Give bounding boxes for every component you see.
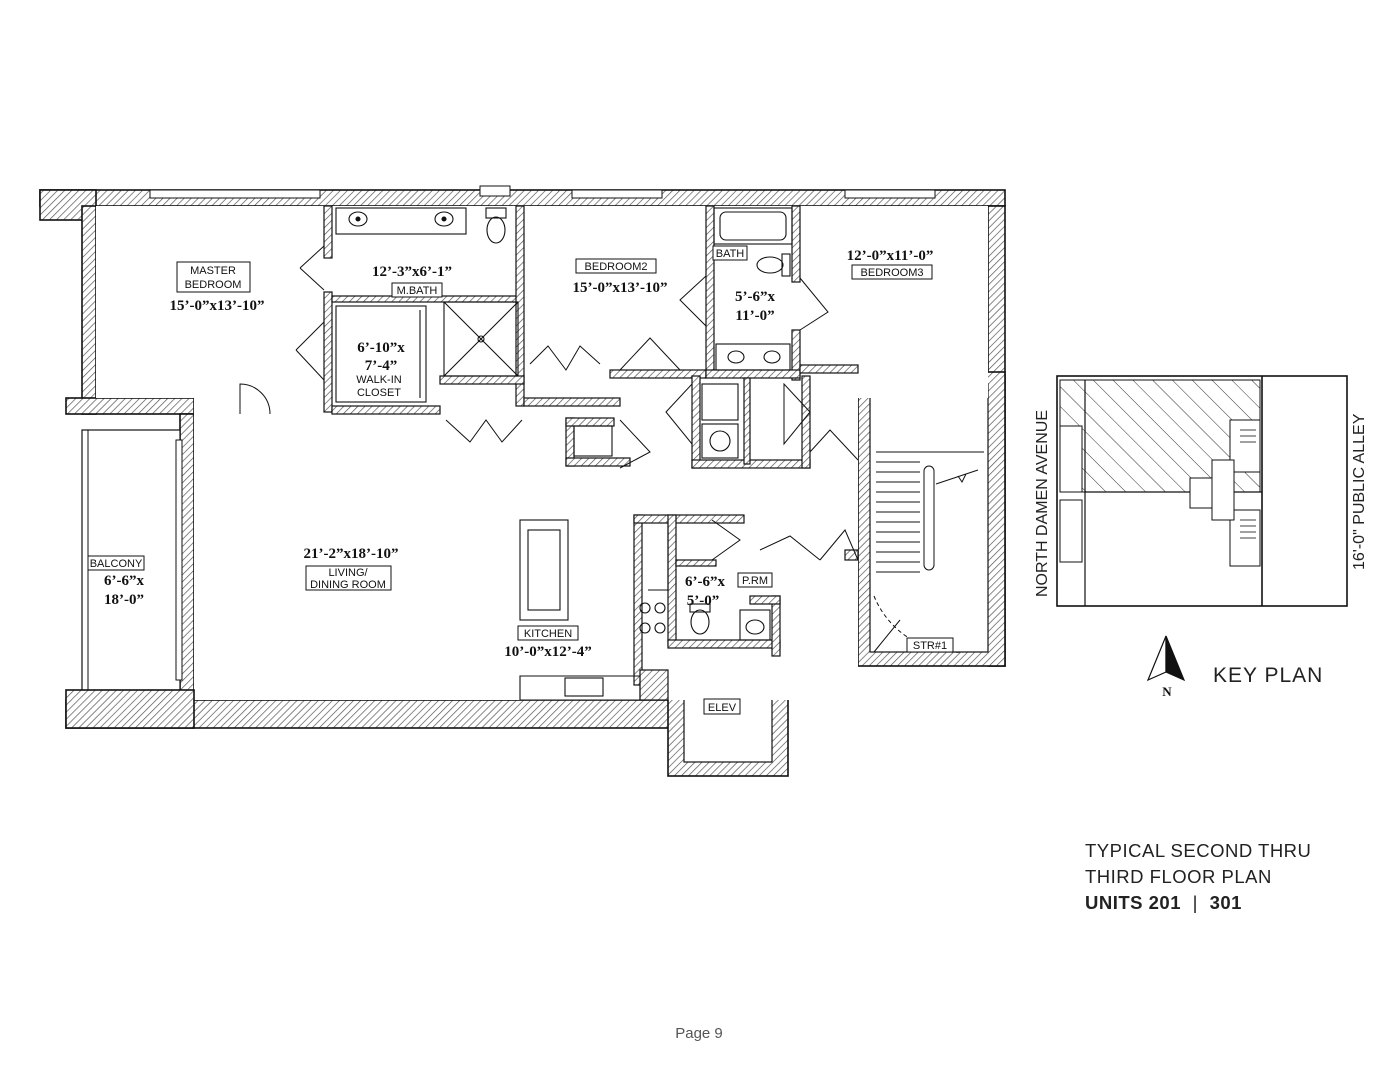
powder-room-dims-1: 6’-6”x [685, 574, 725, 590]
closet-dims-1: 6’-10”x [357, 340, 405, 356]
closet-name-1: WALK-IN [356, 374, 401, 386]
bath-dims-2: 11’-0” [735, 308, 774, 324]
master-bath-dims: 12’-3”x6’-1” [372, 264, 452, 280]
elevator-name: ELEV [708, 702, 737, 714]
windows [149, 185, 936, 199]
living-dims: 21’-2”x18’-10” [304, 546, 399, 562]
powder-room-dims-2: 5’-0” [687, 593, 720, 609]
living-name-1: LIVING/ [328, 567, 368, 579]
master-bedroom-name-2: BEDROOM [185, 279, 242, 291]
bath-dims-1: 5’-6”x [735, 289, 775, 305]
north-label: N [1162, 684, 1172, 699]
living-name-2: DINING ROOM [310, 579, 386, 591]
stair-treads [876, 451, 984, 573]
bedroom2-name: BEDROOM2 [585, 261, 648, 273]
key-plan: NORTH DAMEN AVENUE 16'-0" PUBLIC ALLEY [1034, 375, 1368, 607]
master-bedroom-name-1: MASTER [190, 265, 236, 277]
master-bedroom-dims: 15’-0”x13’-10” [170, 298, 265, 314]
north-arrow-icon: N [1146, 635, 1186, 699]
kitchen-dims: 10’-0”x12’-4” [504, 644, 591, 660]
powder-room-name: P.RM [742, 575, 768, 587]
caption-line-2: THIRD FLOOR PLAN [1085, 866, 1272, 887]
units-separator: | [1192, 892, 1198, 913]
balcony-dims-2: 18’-0” [104, 592, 144, 608]
caption-line-1: TYPICAL SECOND THRU [1085, 840, 1312, 861]
bedroom3-name: BEDROOM3 [861, 267, 924, 279]
units-label: UNITS 201 [1085, 892, 1182, 913]
stair-name: STR#1 [913, 640, 947, 652]
street-label-right: 16'-0" PUBLIC ALLEY [1351, 413, 1368, 570]
units-label-2: 301 [1209, 892, 1242, 913]
fixtures [335, 207, 793, 701]
bedroom3-dims: 12’-0”x11’-0” [847, 248, 934, 264]
key-plan-title: KEY PLAN [1213, 664, 1323, 687]
plan-caption: TYPICAL SECOND THRU THIRD FLOOR PLAN UNI… [1085, 838, 1311, 916]
balcony-name: BALCONY [90, 558, 143, 570]
kitchen-name: KITCHEN [524, 628, 572, 640]
street-label-left: NORTH DAMEN AVENUE [1034, 410, 1051, 597]
master-bath-name: M.BATH [397, 285, 438, 297]
page-number: Page 9 [675, 1025, 723, 1042]
caption-units: UNITS 201 | 301 [1085, 890, 1311, 916]
room-labels: MASTER BEDROOM 15’-0”x13’-10” 12’-3”x6’-… [87, 245, 954, 715]
bath-name: BATH [716, 248, 745, 260]
door-swings [239, 245, 965, 653]
bedroom2-dims: 15’-0”x13’-10” [573, 280, 668, 296]
balcony-dims-1: 6’-6”x [104, 573, 144, 589]
closet-dims-2: 7’-4” [365, 358, 398, 374]
closet-name-2: CLOSET [357, 387, 401, 399]
